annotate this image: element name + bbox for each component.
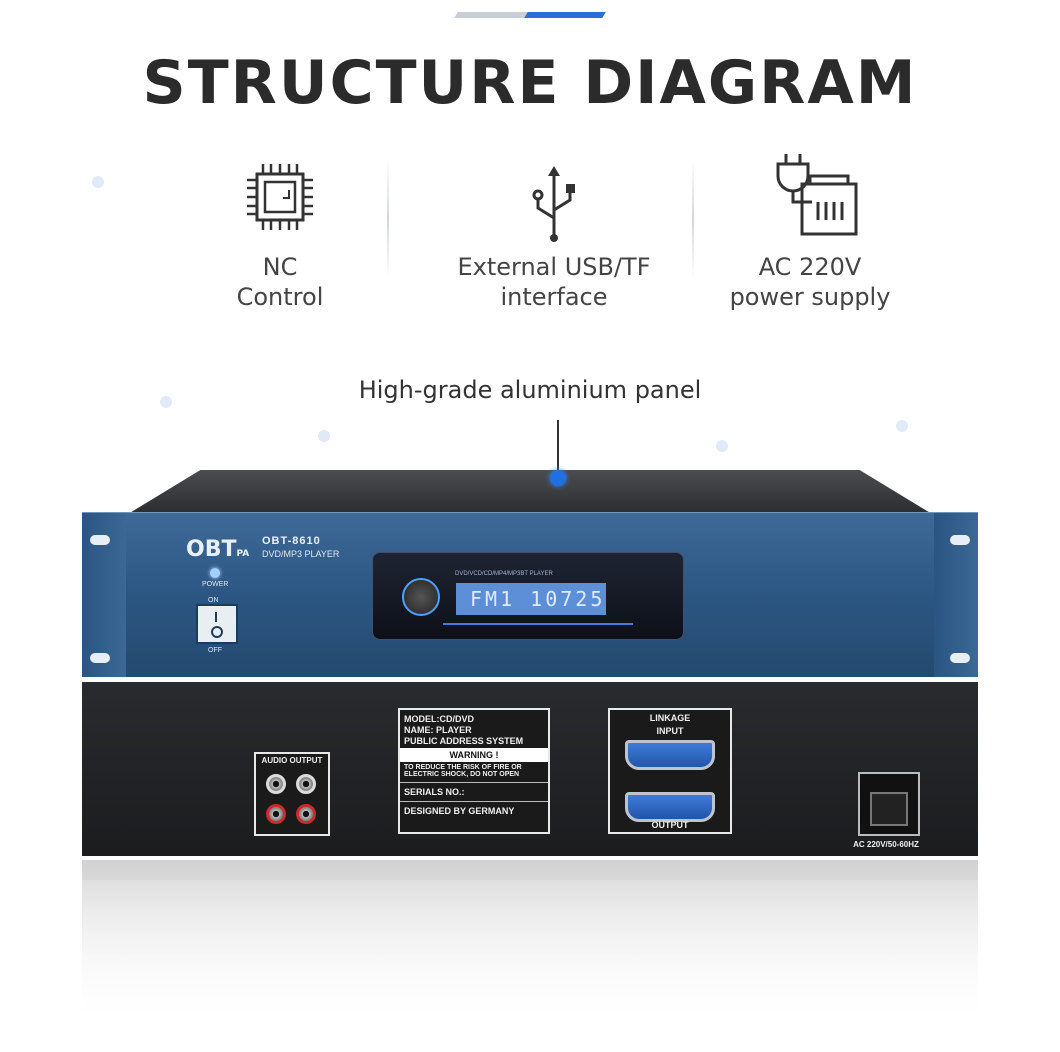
ac-rating-label: AC 220V/50-60HZ: [853, 840, 919, 849]
model-number: OBT-8610: [262, 535, 321, 547]
decor-dot: [716, 440, 728, 452]
feature-label-line1: External USB/TF: [457, 253, 651, 281]
power-switch[interactable]: [196, 604, 238, 644]
feature-label-line1: NC: [262, 253, 298, 281]
lcd-display: FM1 10725: [456, 583, 606, 615]
usb-icon: [532, 166, 575, 242]
ac-power-socket[interactable]: [858, 772, 920, 836]
rack-slot: [950, 535, 970, 545]
warning-heading: WARNING !: [400, 748, 548, 762]
decor-dot: [318, 430, 330, 442]
brand-logo-suffix: PA: [236, 549, 250, 559]
label-model: MODEL:CD/DVD: [404, 714, 474, 724]
rca-jack-left-top[interactable]: [266, 774, 286, 794]
power-label: POWER: [202, 581, 229, 588]
linkage-label: LINKAGE: [649, 713, 691, 723]
reflection-fade: [0, 880, 1060, 1052]
brand-logo: OBTPA: [186, 537, 249, 562]
brand-logo-text: OBT: [186, 537, 237, 562]
product-label-sticker: MODEL:CD/DVD NAME: PLAYER PUBLIC ADDRESS…: [398, 708, 550, 834]
feature-divider: [387, 160, 389, 278]
label-name: NAME: PLAYER: [404, 725, 472, 735]
label-system: PUBLIC ADDRESS SYSTEM: [404, 736, 524, 746]
callout-pointer-dot: [550, 470, 566, 486]
warning-line1: TO REDUCE THE RISK OF FIRE OR: [404, 764, 522, 771]
rca-jack-right-top[interactable]: [296, 774, 316, 794]
audio-output-label: AUDIO OUTPUT: [261, 756, 323, 765]
rack-slot: [950, 653, 970, 663]
rca-jack-right-bottom[interactable]: [296, 804, 316, 824]
decor-dot: [92, 176, 104, 188]
rack-slot: [90, 653, 110, 663]
feature-nc-control: NC Control: [180, 150, 380, 320]
power-plug-icon: [776, 154, 858, 236]
input-label: INPUT: [656, 726, 684, 736]
callout-pointer-line: [557, 420, 559, 478]
output-label: OUTPUT: [651, 820, 689, 830]
panel-callout-label: High-grade aluminium panel: [358, 376, 702, 404]
radio-button-row: [443, 623, 633, 631]
chip-icon: [247, 164, 313, 230]
on-label: ON: [208, 597, 219, 604]
page-title: STRUCTURE DIAGRAM: [142, 48, 918, 118]
decor-dot: [160, 396, 172, 408]
linkage-panel: LINKAGE INPUT OUTPUT: [608, 708, 732, 834]
feature-divider: [692, 160, 694, 278]
audio-output-panel: AUDIO OUTPUT: [254, 752, 330, 836]
warning-line2: ELECTRIC SHOCK, DO NOT OPEN: [404, 771, 520, 778]
model-description: DVD/MP3 PLAYER: [262, 549, 340, 559]
device-front-panel: OBTPA OBT-8610 DVD/MP3 PLAYER POWER ON O…: [82, 512, 978, 677]
designed-label: DESIGNED BY GERMANY: [400, 801, 548, 820]
radio-info-strip: DVD/VCD/CD/MP4/MP3BT PLAYER: [455, 571, 553, 577]
feature-usb-interface: External USB/TF interface: [430, 150, 678, 320]
rack-slot: [90, 535, 110, 545]
feature-ac-power: AC 220V power supply: [710, 150, 910, 320]
volume-knob[interactable]: [402, 578, 440, 616]
power-led-indicator: [210, 568, 220, 578]
feature-label-line1: AC 220V: [758, 253, 862, 281]
decor-dot: [896, 420, 908, 432]
db25-input-connector[interactable]: [625, 740, 715, 770]
device-top-lid: [128, 470, 932, 514]
feature-label-line2: Control: [236, 283, 324, 311]
rca-jack-left-bottom[interactable]: [266, 804, 286, 824]
feature-label-line2: interface: [500, 283, 608, 311]
feature-label-line2: power supply: [729, 283, 891, 311]
db25-output-connector[interactable]: [625, 792, 715, 822]
off-label: OFF: [208, 647, 222, 654]
accent-bar-blue: [524, 12, 606, 18]
accent-bar-grey: [454, 12, 530, 18]
serials-label: SERIALS NO.:: [400, 782, 548, 801]
